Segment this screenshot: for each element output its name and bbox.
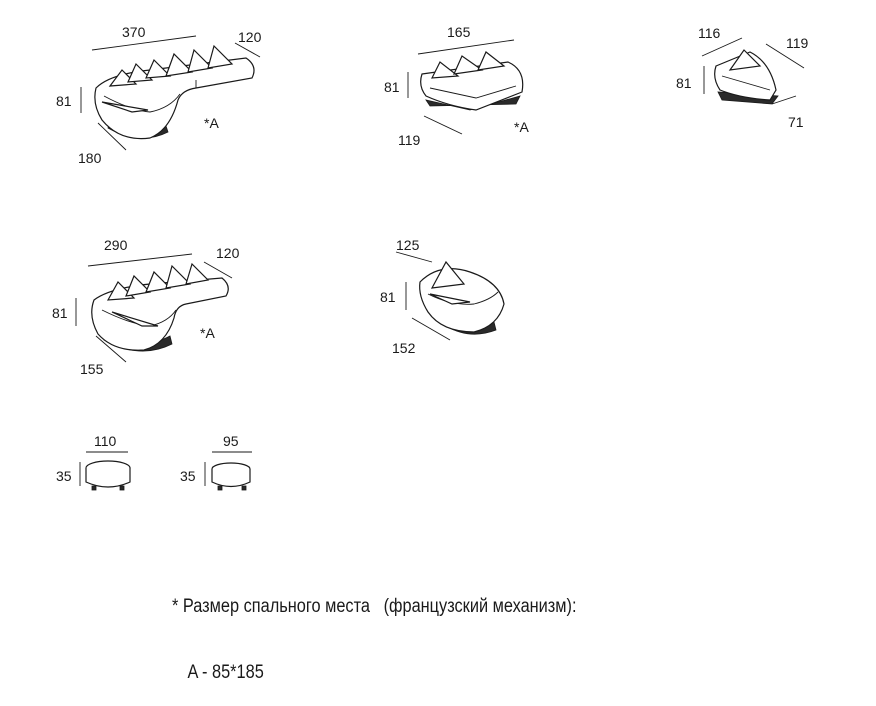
dim-width: 116 <box>698 25 721 41</box>
dim-seat: 71 <box>788 114 804 130</box>
dim-line-depth <box>423 115 463 135</box>
cushion <box>125 274 152 297</box>
note-line-2: A - 85*185 <box>187 662 264 683</box>
sleeping-area-note: * Размер спального места (французский ме… <box>172 552 577 706</box>
dim-height: 81 <box>676 75 692 91</box>
dim-line-width <box>91 35 197 51</box>
cushion <box>207 44 234 69</box>
sofa-seat-edge <box>103 93 181 113</box>
sofa-seat-edge <box>429 85 517 99</box>
chair-body <box>714 51 777 101</box>
cushion <box>165 52 194 77</box>
dim-line-width <box>701 37 743 57</box>
dim-width: 110 <box>94 433 117 449</box>
sofa-165: 165 81 119 *A <box>384 24 529 148</box>
pouf-foot <box>119 485 125 491</box>
dim-line-chaise <box>95 335 127 363</box>
pouf-110: 110 35 <box>56 433 131 491</box>
dim-height: 81 <box>380 289 396 305</box>
armrest-cushion <box>429 293 471 305</box>
cushion <box>430 61 460 79</box>
pouf-foot <box>217 485 223 491</box>
dim-line-seat <box>771 95 797 105</box>
cushion <box>187 48 214 73</box>
sofa-370: 370 120 81 180 *A <box>56 24 262 166</box>
armrest-cushion <box>101 101 149 113</box>
dim-width: 95 <box>223 433 239 449</box>
armrest-cushion <box>111 311 159 327</box>
dim-line-chaise <box>97 122 127 151</box>
cushion <box>477 51 506 71</box>
pouf-foot <box>91 485 97 491</box>
furniture-diagram: 370 120 81 180 *A 165 81 119 *A <box>52 24 809 491</box>
pouf-95: 95 35 <box>180 433 252 491</box>
sofa-290: 290 120 81 155 *A <box>52 237 240 377</box>
dim-chaise: 180 <box>78 150 102 166</box>
dim-height: 81 <box>56 93 72 109</box>
dim-line-depth <box>203 261 233 279</box>
chair-125: 125 81 152 <box>380 237 505 356</box>
cushion <box>165 264 192 289</box>
dim-width: 370 <box>122 24 146 40</box>
cushion <box>145 270 172 293</box>
dim-depth: 152 <box>392 340 416 356</box>
dim-depth: 120 <box>216 245 240 261</box>
note-line-1: * Размер спального места (французский ме… <box>172 596 577 617</box>
dim-line-depth <box>411 317 451 341</box>
dim-line-depth <box>765 43 805 69</box>
cushion <box>145 58 172 79</box>
chair-116: 116 119 81 71 <box>676 25 809 130</box>
dim-width: 290 <box>104 237 128 253</box>
dim-height: 35 <box>56 468 72 484</box>
pouf-foot <box>241 485 247 491</box>
dim-depth: 119 <box>786 35 809 51</box>
dim-line-width <box>417 39 515 55</box>
dim-line-depth <box>234 42 261 58</box>
cushion <box>453 55 484 75</box>
dim-width: 165 <box>447 24 471 40</box>
dim-line-width <box>395 251 433 263</box>
cushion <box>728 49 762 71</box>
pouf-side <box>211 469 251 488</box>
dim-chaise: 155 <box>80 361 104 377</box>
cushion <box>185 262 210 285</box>
dim-depth: 120 <box>238 29 262 45</box>
pouf-side <box>85 468 131 488</box>
dim-line-width <box>87 253 193 267</box>
dim-depth: 119 <box>398 132 421 148</box>
mark-a: *A <box>514 119 529 135</box>
chair-seat-edge <box>721 75 771 91</box>
dim-width: 125 <box>396 237 420 253</box>
mark-a: *A <box>200 325 215 341</box>
dim-height: 81 <box>384 79 400 95</box>
mark-a: *A <box>204 115 219 131</box>
cushion <box>430 260 466 289</box>
dim-height: 81 <box>52 305 68 321</box>
dim-height: 35 <box>180 468 196 484</box>
